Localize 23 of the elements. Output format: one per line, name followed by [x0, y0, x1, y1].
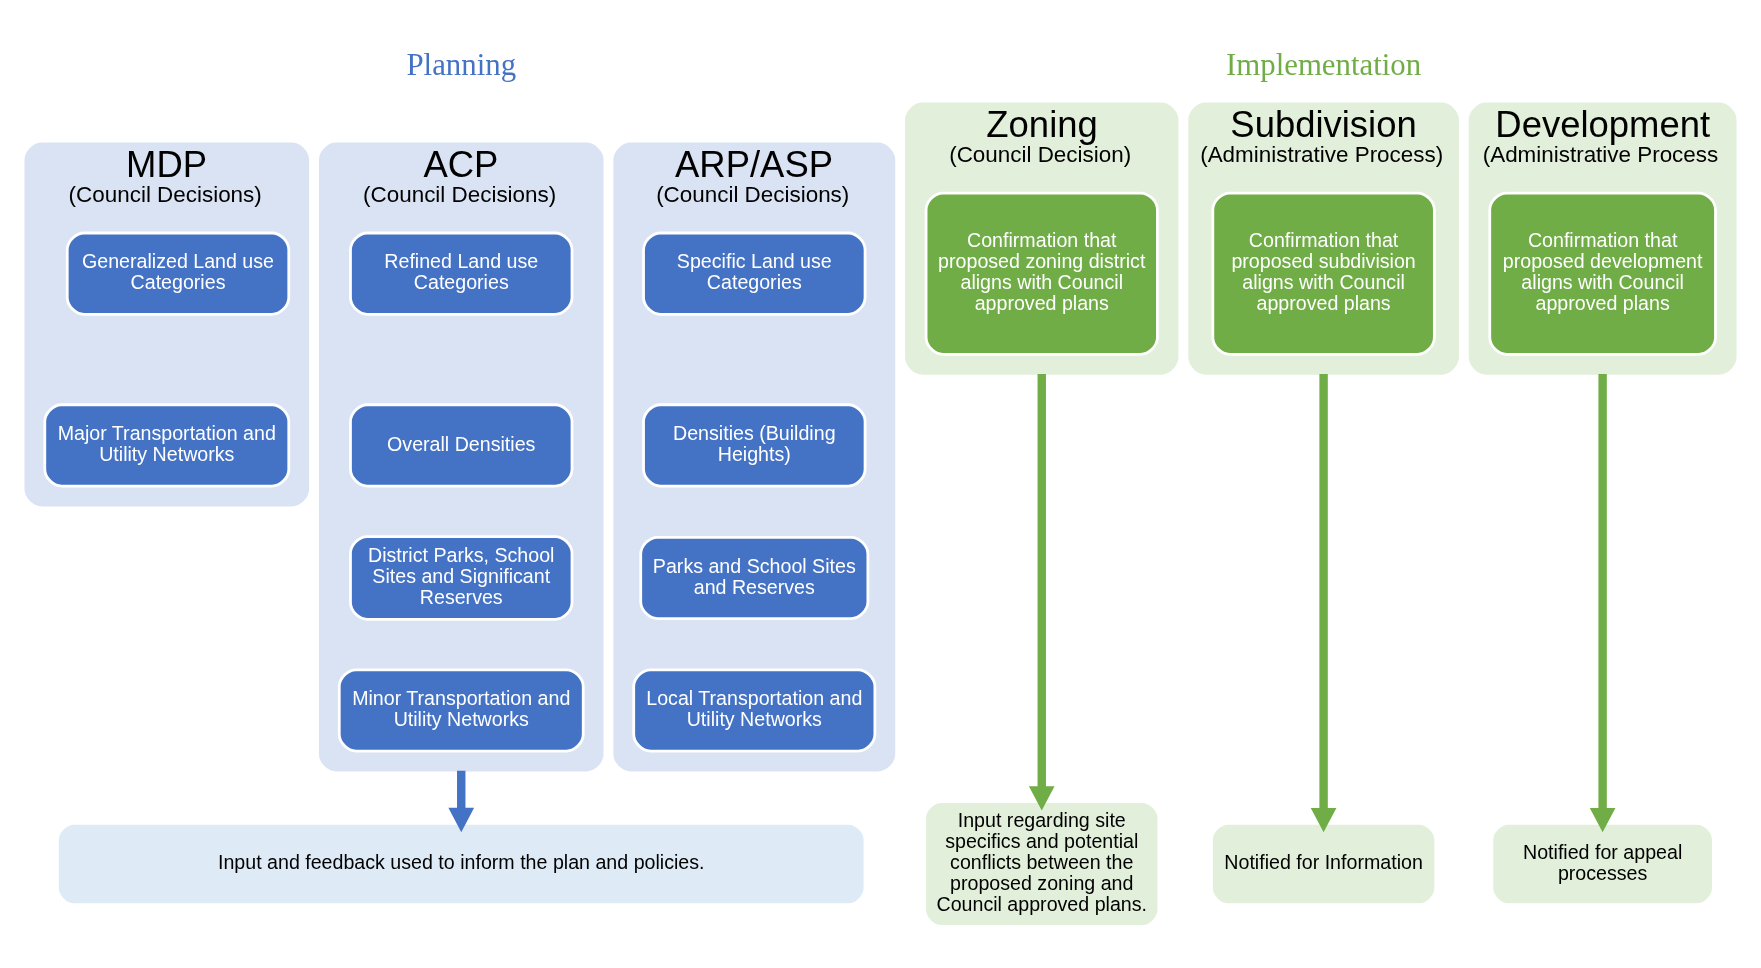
arrow [1310, 373, 1337, 833]
node-box: Local Transportation and Utility Networks [632, 668, 877, 753]
node-box: Major Transportation and Utility Networks [43, 403, 291, 488]
node-box: Generalized Land use Categories [65, 231, 291, 316]
node-box: Overall Densities [349, 403, 574, 488]
node-box: Minor Transportation and Utility Networks [337, 668, 585, 753]
node-box: Parks and School Sites and Reserves [639, 535, 870, 620]
node-box: Confirmation that proposed subdivision aligns with Council approved plans [1211, 191, 1436, 356]
label: Planning [406, 47, 517, 82]
node-box: Input and feedback used to inform the plan and policies. [56, 821, 867, 907]
node-box: Densities (Building Heights) [642, 403, 867, 488]
node-box: Confirmation that proposed zoning district aligns with Council approved plans [924, 191, 1159, 356]
node-box: Notified for appeal processes [1490, 821, 1715, 907]
node-box: Input regarding site specifics and potential conflicts between the proposed zoning and Council approved plans. [923, 800, 1161, 928]
node-box: Specific Land use Categories [642, 231, 867, 316]
arrow [448, 770, 475, 833]
arrow [1589, 373, 1616, 833]
label: Implementation [1225, 47, 1422, 82]
node-box: Confirmation that proposed development aligns with Council approved plans [1488, 191, 1717, 356]
node-box: Refined Land use Categories [349, 231, 574, 316]
arrow [1028, 373, 1055, 811]
node-box: District Parks, School Sites and Significant Reserves [349, 535, 574, 621]
node-box: Notified for Information [1210, 821, 1438, 907]
